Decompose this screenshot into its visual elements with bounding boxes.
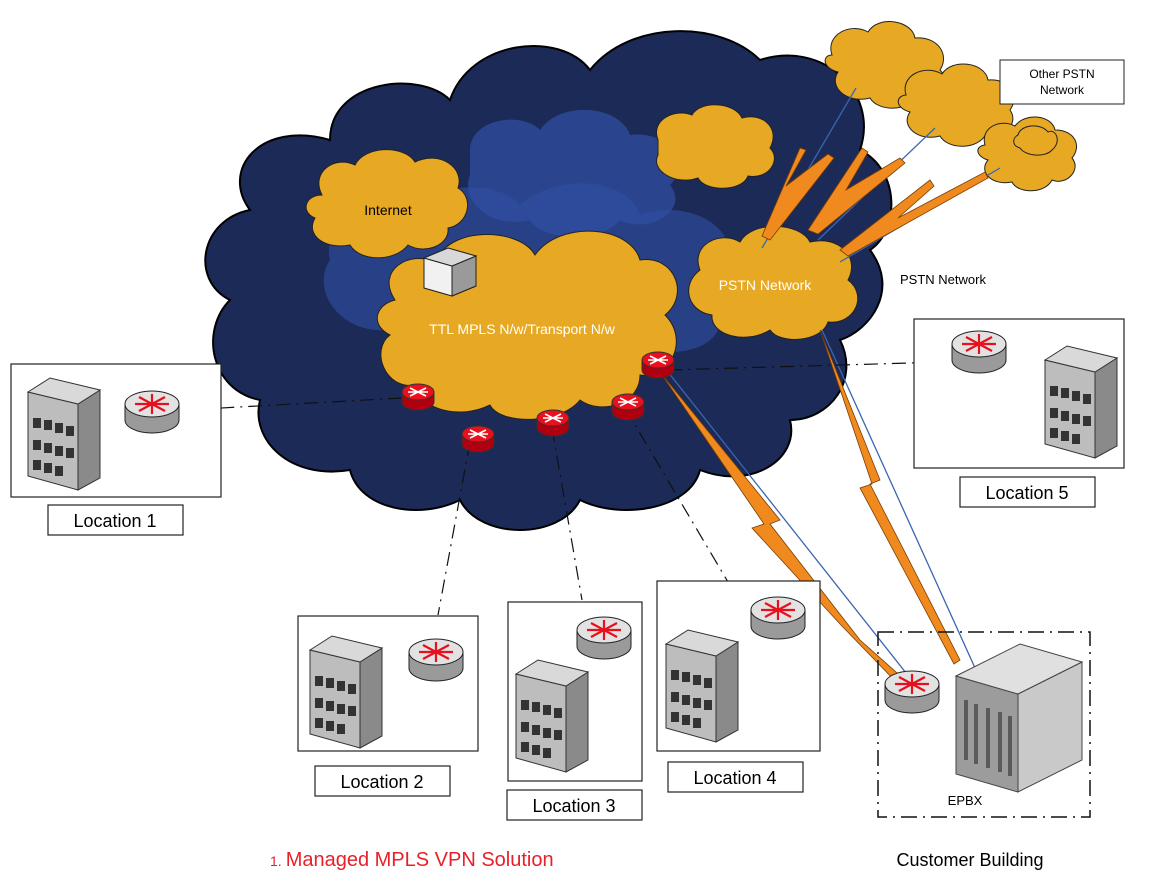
location-4-label: Location 4 [693,768,776,788]
other-pstn-line2: Network [1040,83,1085,97]
epbx-unit: EPBX [948,643,1084,808]
customer-building-boundary [877,631,1091,818]
location-1-label: Location 1 [73,511,156,531]
internet-label: Internet [364,202,412,218]
server-box [422,247,478,297]
caption-number: 1. [270,853,282,869]
internet-cloud: Internet [305,149,468,259]
customer-router [883,669,941,715]
router-red-2 [461,425,495,453]
router-red-5 [641,351,675,379]
location-4-label-box: Location 4 [667,761,804,793]
other-pstn-box: Other PSTN Network [999,59,1125,105]
customer-building-label: Customer Building [896,850,1043,870]
small-cloud [656,104,775,189]
lightning-bolts [659,147,989,685]
location-3-site [507,601,643,782]
location-5-label-box: Location 5 [959,476,1096,508]
pstn-cloud: PSTN Network [688,225,859,340]
location-1-site [10,363,222,498]
location-2-label-box: Location 2 [314,765,451,797]
other-pstn-line1: Other PSTN [1029,67,1094,81]
location-2-label: Location 2 [340,772,423,792]
pstn-network-label: PSTN Network [900,272,986,287]
location-3-label: Location 3 [532,796,615,816]
other-pstn-cloud-3 [977,116,1077,192]
router-red-4 [611,393,645,421]
epbx-label: EPBX [948,793,983,808]
location-5-site [913,318,1125,469]
caption-text: Managed MPLS VPN Solution [286,849,554,871]
location-3-label-box: Location 3 [506,789,643,821]
figure-caption: 1.Managed MPLS VPN Solution [270,849,554,871]
router-red-1 [401,383,435,411]
location-1-label-box: Location 1 [47,504,184,536]
router-red-3 [536,409,570,437]
location-4-site [656,580,821,752]
location-5-label: Location 5 [985,483,1068,503]
pstn-cloud-label: PSTN Network [719,277,813,293]
location-2-site [297,615,479,752]
mpls-label: TTL MPLS N/w/Transport N/w [429,321,616,337]
